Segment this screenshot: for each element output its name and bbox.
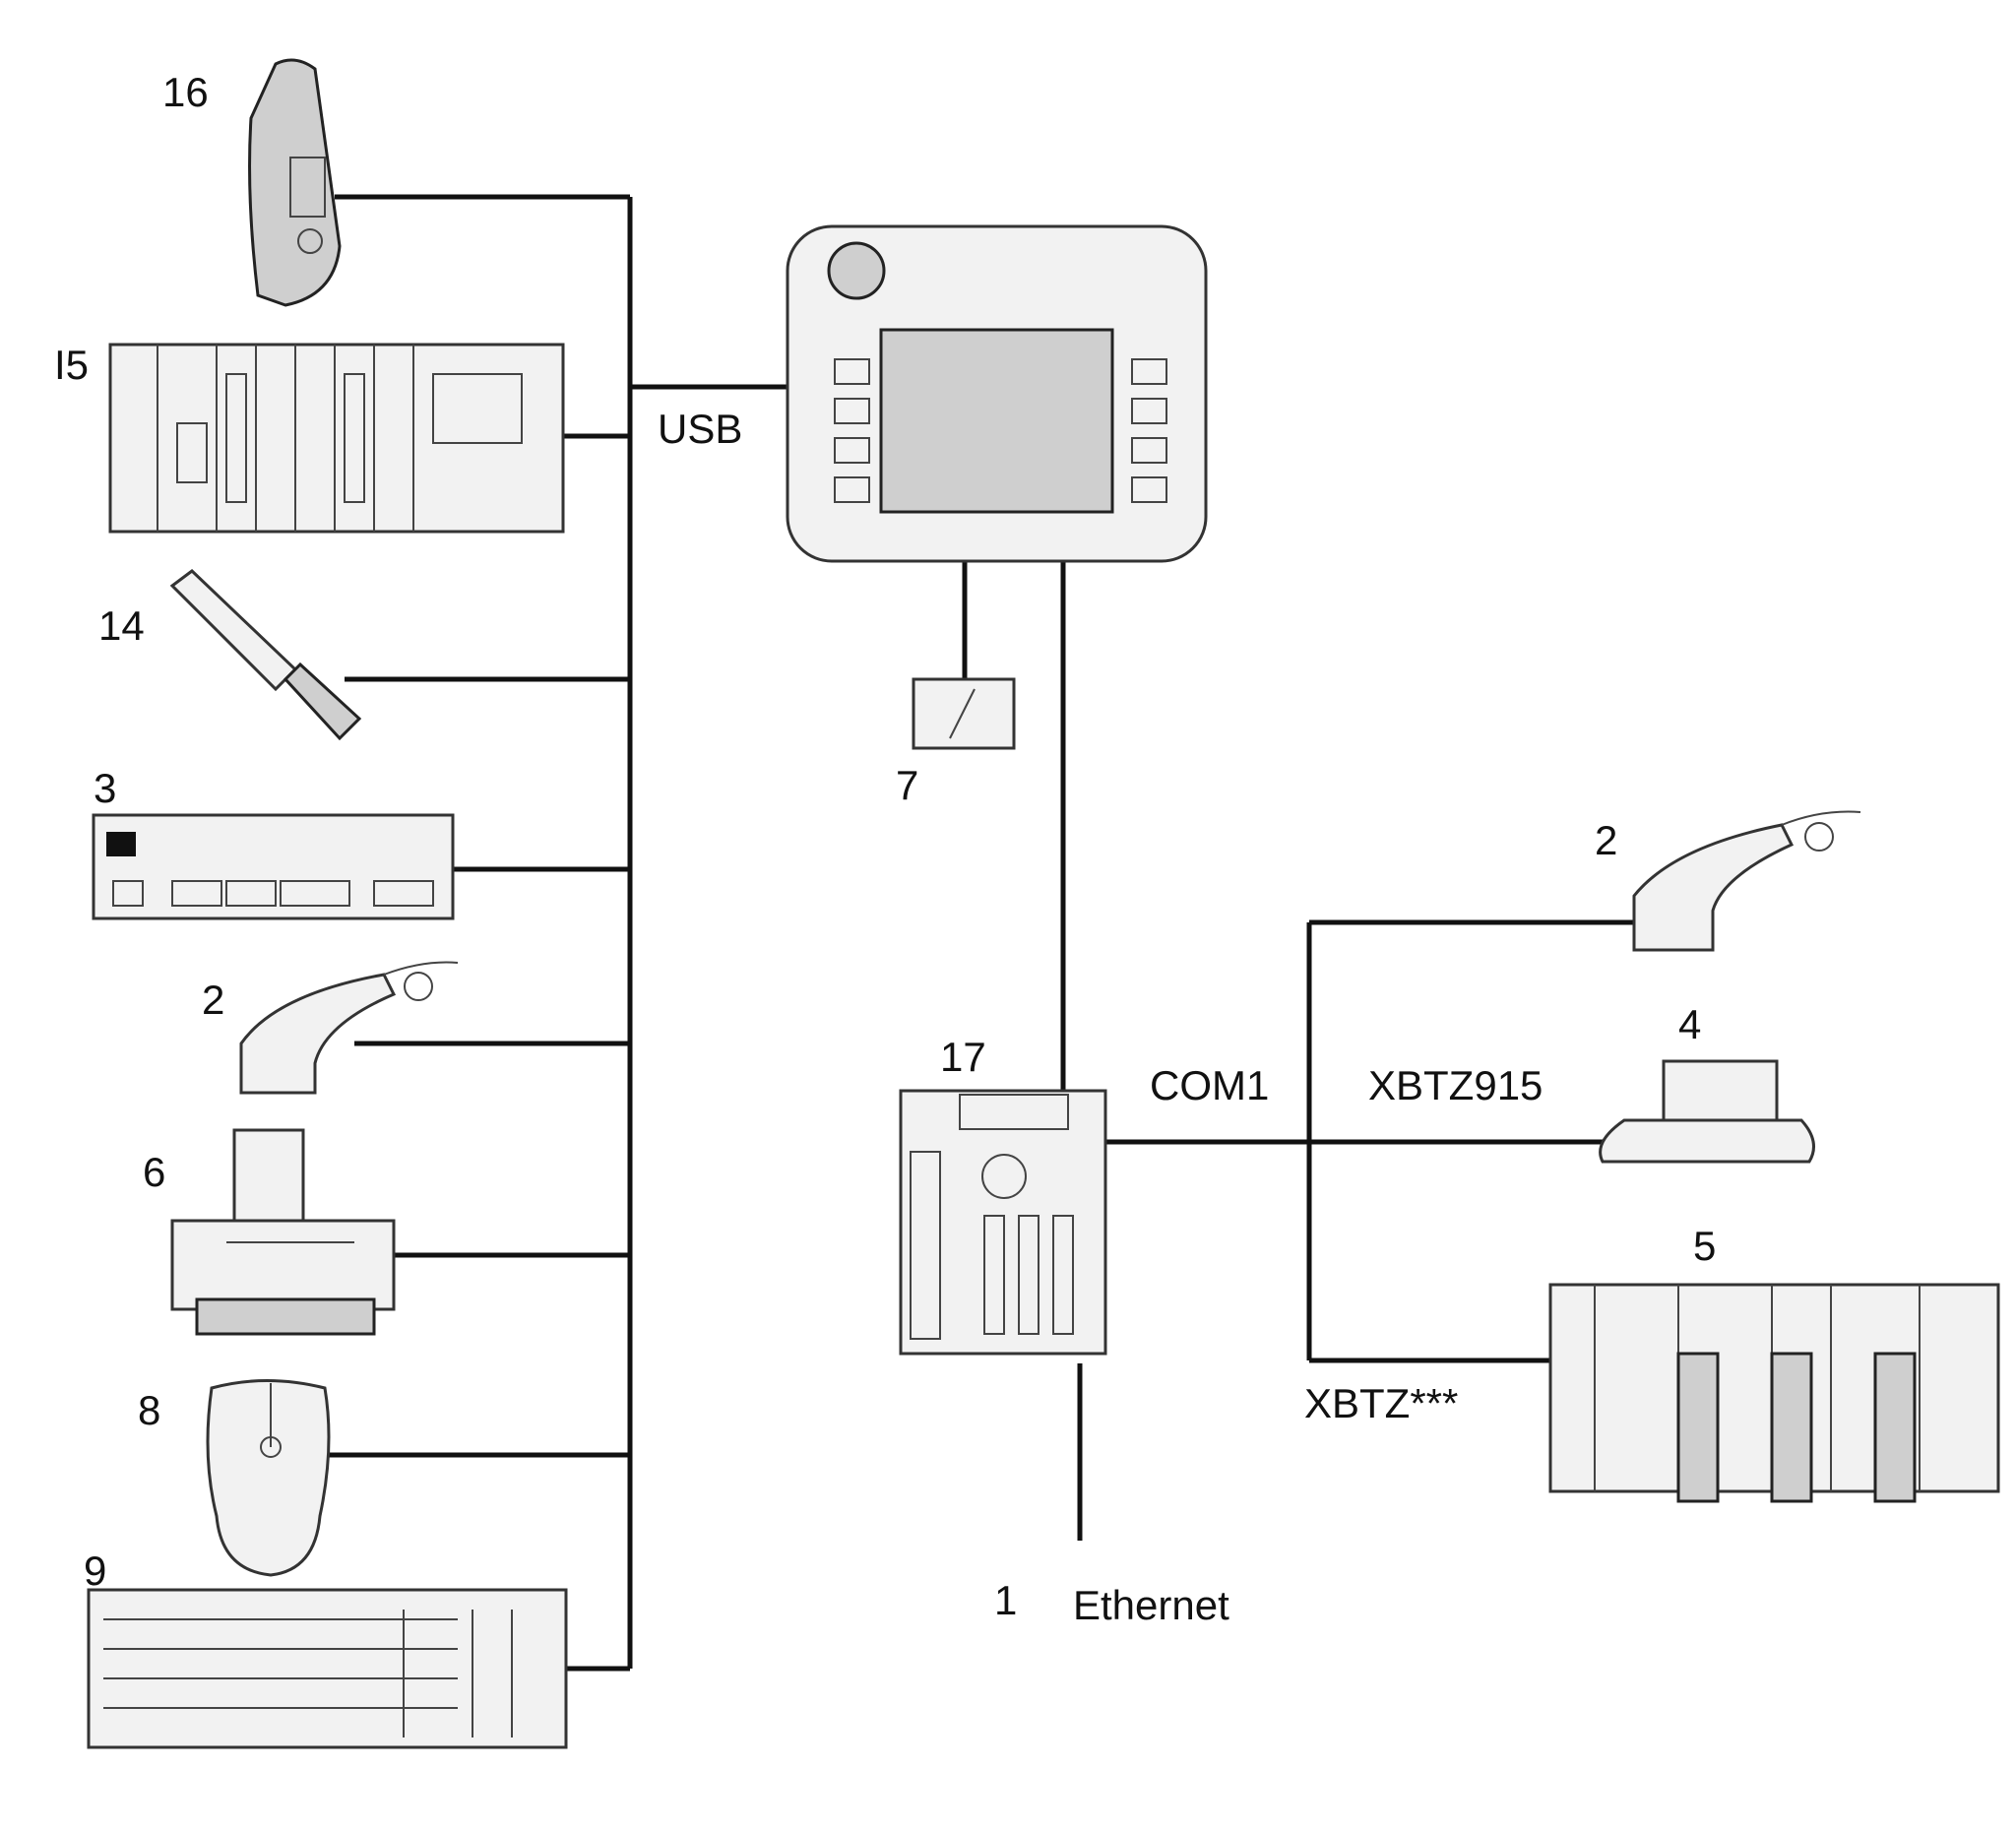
label-device-1: 1 (994, 1577, 1017, 1623)
label-device-2-right: 2 (1595, 817, 1617, 863)
label-com1: COM1 (1150, 1062, 1269, 1108)
device-2-barcode-scanner-right (1632, 810, 1861, 952)
label-device-16: 16 (162, 69, 209, 115)
label-device-5: 5 (1693, 1223, 1716, 1269)
label-device-3: 3 (94, 765, 116, 811)
device-4-terminal (1599, 1059, 1815, 1164)
label-device-17: 17 (940, 1034, 986, 1080)
device-2-barcode-scanner-left (239, 961, 459, 1095)
device-8-mouse (206, 1379, 331, 1577)
label-device-8: 8 (138, 1387, 160, 1433)
label-usb: USB (658, 406, 742, 452)
device-9-keyboard (87, 1588, 568, 1749)
device-3-switch (92, 813, 455, 920)
label-xbtz915: XBTZ915 (1368, 1062, 1543, 1108)
device-14-usb-stick (169, 569, 362, 741)
label-device-15: I5 (54, 342, 89, 388)
label-device-4: 4 (1678, 1001, 1701, 1047)
main-hmi-terminal (786, 224, 1208, 563)
com-ethernet-wiring (962, 561, 1634, 1541)
label-device-2-left: 2 (202, 977, 224, 1023)
label-device-7: 7 (896, 762, 918, 808)
label-xbtz-other: XBTZ*** (1304, 1380, 1458, 1426)
device-5-plc-rack (1548, 1283, 2000, 1503)
device-6-printer (170, 1128, 396, 1336)
device-15-plc-rack (108, 343, 565, 534)
usb-bus-wiring (315, 194, 788, 1672)
label-device-6: 6 (143, 1149, 165, 1195)
device-7-switch-box (912, 677, 1016, 750)
label-ethernet: Ethernet (1073, 1582, 1229, 1628)
label-device-9: 9 (84, 1548, 106, 1594)
device-17-io-module (899, 1089, 1107, 1356)
label-device-14: 14 (98, 602, 145, 649)
device-16-handheld (248, 58, 342, 307)
